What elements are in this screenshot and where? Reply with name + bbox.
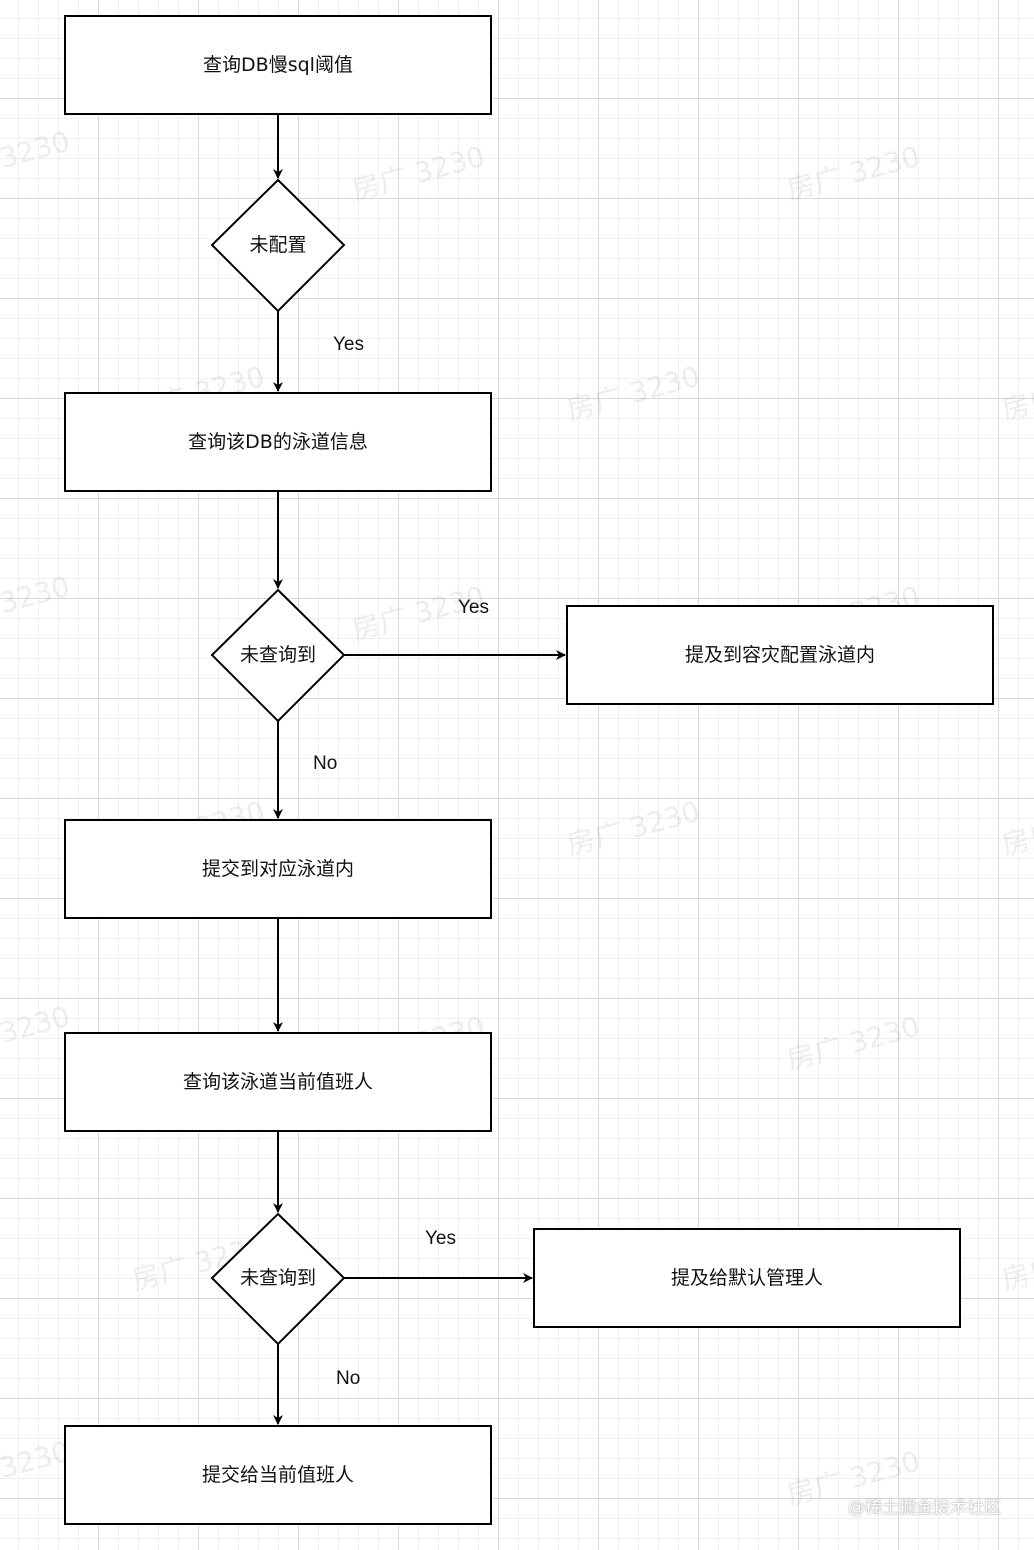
node-submit-to-dr-lane: 提及到容灾配置泳道内 — [566, 605, 994, 705]
edge-label-layer: Yes Yes No Yes No — [313, 334, 489, 1389]
edge-label-no: No — [336, 1368, 360, 1389]
node-query-slow-sql-threshold: 查询DB慢sql阈值 — [64, 15, 492, 115]
watermark: 房广 3230 — [0, 1435, 73, 1502]
node-submit-to-oncall: 提交给当前值班人 — [64, 1425, 492, 1525]
watermark: 房广 3230 — [563, 795, 703, 862]
node-query-oncall: 查询该泳道当前值班人 — [64, 1032, 492, 1132]
node-label: 查询该DB的泳道信息 — [188, 431, 368, 453]
node-label: 查询该泳道当前值班人 — [183, 1071, 373, 1093]
decision-diamond — [210, 1212, 346, 1346]
watermark: 房广 3230 — [783, 1010, 923, 1077]
watermark: 房广 3230 — [348, 140, 488, 207]
decision-diamond — [210, 178, 346, 313]
node-oncall-not-found: 未查询到 — [210, 1212, 346, 1346]
node-lane-not-found: 未查询到 — [210, 588, 346, 723]
watermark: 房广 3230 — [998, 360, 1034, 427]
process-box — [64, 15, 492, 115]
node-query-db-lane-info: 查询该DB的泳道信息 — [64, 392, 492, 492]
node-label: 提及到容灾配置泳道内 — [685, 644, 875, 666]
watermark: 房广 3230 — [998, 1230, 1034, 1297]
decision-diamond — [210, 588, 346, 723]
edge-layer — [273, 114, 566, 1425]
watermark: 房广 3230 — [998, 795, 1034, 862]
watermark: 房广 3230 — [783, 140, 923, 207]
node-label: 提交到对应泳道内 — [202, 858, 354, 880]
node-label: 未配置 — [249, 234, 306, 256]
watermark: 房广 3230 — [0, 570, 73, 637]
edge-label-no: No — [313, 753, 337, 774]
edge-label-yes: Yes — [458, 597, 489, 618]
watermark: 房广 3230 — [563, 360, 703, 427]
watermark: 房广 3230 — [0, 1000, 73, 1067]
footer-watermark: @稀土掘金技术社区 — [848, 1498, 1001, 1518]
node-submit-to-default-admin: 提及给默认管理人 — [533, 1228, 961, 1328]
node-label: 未查询到 — [240, 644, 316, 666]
process-box — [566, 605, 994, 705]
node-label: 未查询到 — [240, 1267, 316, 1289]
process-box — [64, 1032, 492, 1132]
node-not-configured: 未配置 — [210, 178, 346, 313]
process-box — [533, 1228, 961, 1328]
node-submit-to-lane: 提交到对应泳道内 — [64, 819, 492, 919]
process-box — [64, 1425, 492, 1525]
node-label: 提交给当前值班人 — [202, 1464, 354, 1486]
edge-label-yes: Yes — [333, 334, 364, 355]
edge-label-yes: Yes — [425, 1228, 456, 1249]
process-box — [64, 819, 492, 919]
process-box — [64, 392, 492, 492]
node-label: 提及给默认管理人 — [671, 1267, 823, 1289]
watermark: 房广 3230 — [0, 125, 73, 192]
node-label: 查询DB慢sql阈值 — [203, 54, 353, 76]
